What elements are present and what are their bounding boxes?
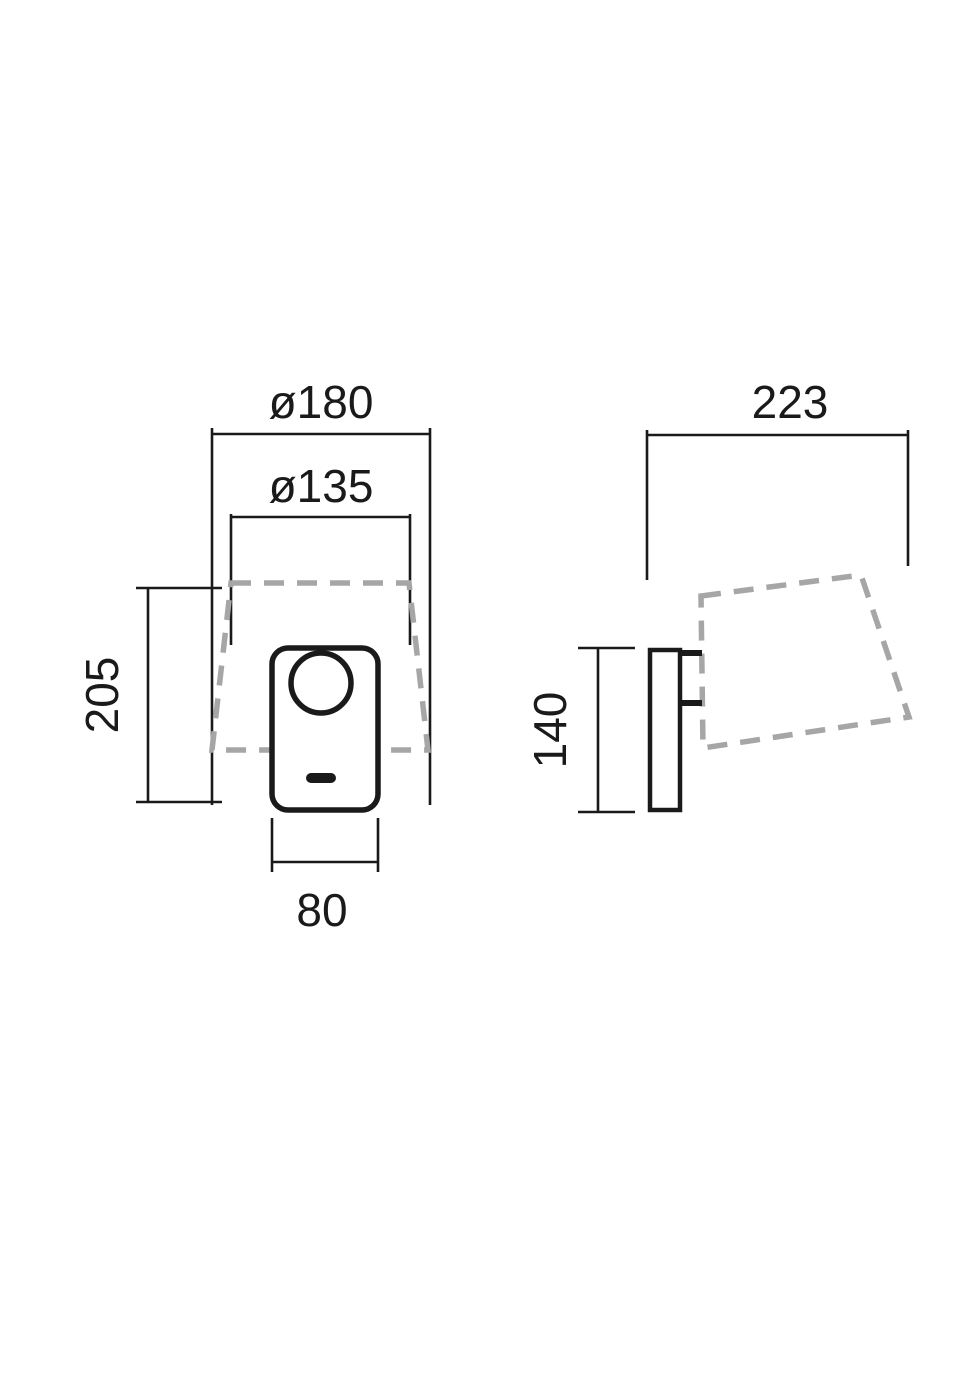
dimension-width-80: 80 xyxy=(270,818,380,936)
w80-label: 80 xyxy=(296,884,347,936)
h140-label: 140 xyxy=(524,692,576,769)
dimension-depth-223: 223 xyxy=(645,376,910,580)
switch-slot xyxy=(306,773,336,783)
side-view: 223 140 xyxy=(524,376,913,814)
h205-label: 205 xyxy=(76,657,128,734)
d223-label: 223 xyxy=(752,376,829,428)
shade-dashed-tilted-quad xyxy=(698,571,913,752)
dimension-dia-135: ø135 xyxy=(229,460,412,645)
lens-circle xyxy=(288,650,354,716)
dia180-label: ø180 xyxy=(269,376,374,428)
front-view: ø180 ø135 205 80 xyxy=(76,376,432,936)
wall-mount-plate xyxy=(647,647,683,813)
dimension-height-205: 205 xyxy=(76,586,222,804)
shade-dashed-trapezoid xyxy=(208,580,432,753)
dimension-height-140: 140 xyxy=(524,646,635,814)
dia135-label: ø135 xyxy=(269,460,374,512)
dimension-dia-180: ø180 xyxy=(210,376,432,805)
